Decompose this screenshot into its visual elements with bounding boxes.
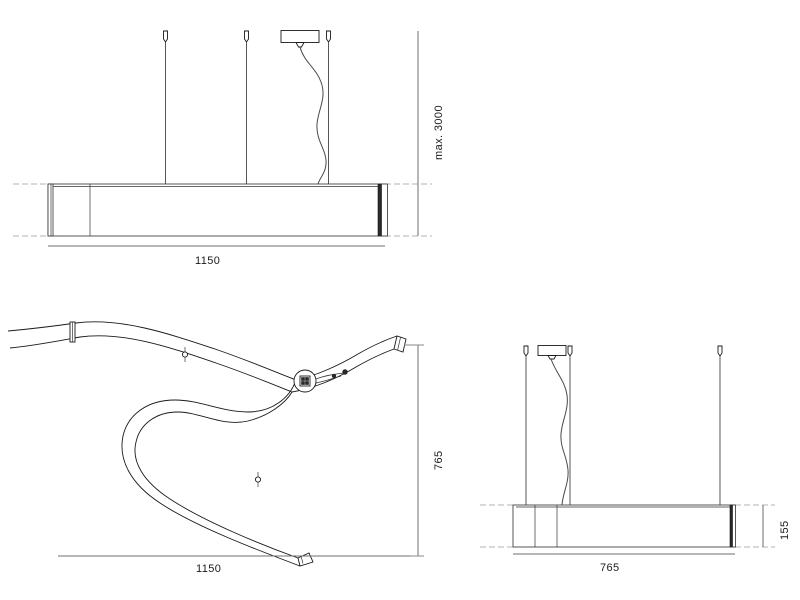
side-width-label: 765	[600, 562, 620, 574]
side-extension-lines	[480, 504, 775, 548]
side-suspension-wire-1	[523, 345, 529, 505]
front-length-label: 1150	[195, 255, 221, 267]
power-cable	[299, 46, 327, 185]
side-suspension-wire-2	[567, 345, 573, 505]
plan-s-curve-loop	[121, 379, 301, 567]
suspension-wire-1	[163, 30, 168, 184]
plan-bottom-end-cap	[297, 552, 314, 567]
plan-arm-upper-left	[7, 321, 297, 393]
suspension-wire-3	[326, 30, 331, 184]
plan-view	[7, 321, 424, 567]
side-height-label: 155	[779, 520, 791, 540]
plan-connector-detail	[293, 369, 348, 393]
side-suspension-wire-3	[717, 345, 723, 505]
plan-suspension-point-2	[254, 472, 262, 487]
suspension-wire-2	[244, 30, 249, 184]
side-elevation-view	[480, 345, 775, 555]
plan-suspension-point-1	[181, 347, 189, 362]
ceiling-canopy	[280, 30, 320, 48]
front-height-label: max. 3000	[433, 105, 445, 160]
plan-length-label: 1150	[196, 563, 222, 575]
plan-depth-label: 765	[433, 450, 445, 470]
side-power-cable	[550, 358, 569, 506]
side-ceiling-canopy	[537, 345, 567, 360]
lamp-body-front	[47, 183, 388, 237]
plan-left-end-cap	[69, 321, 76, 343]
lamp-body-side	[512, 504, 736, 548]
front-elevation-view	[13, 30, 432, 247]
